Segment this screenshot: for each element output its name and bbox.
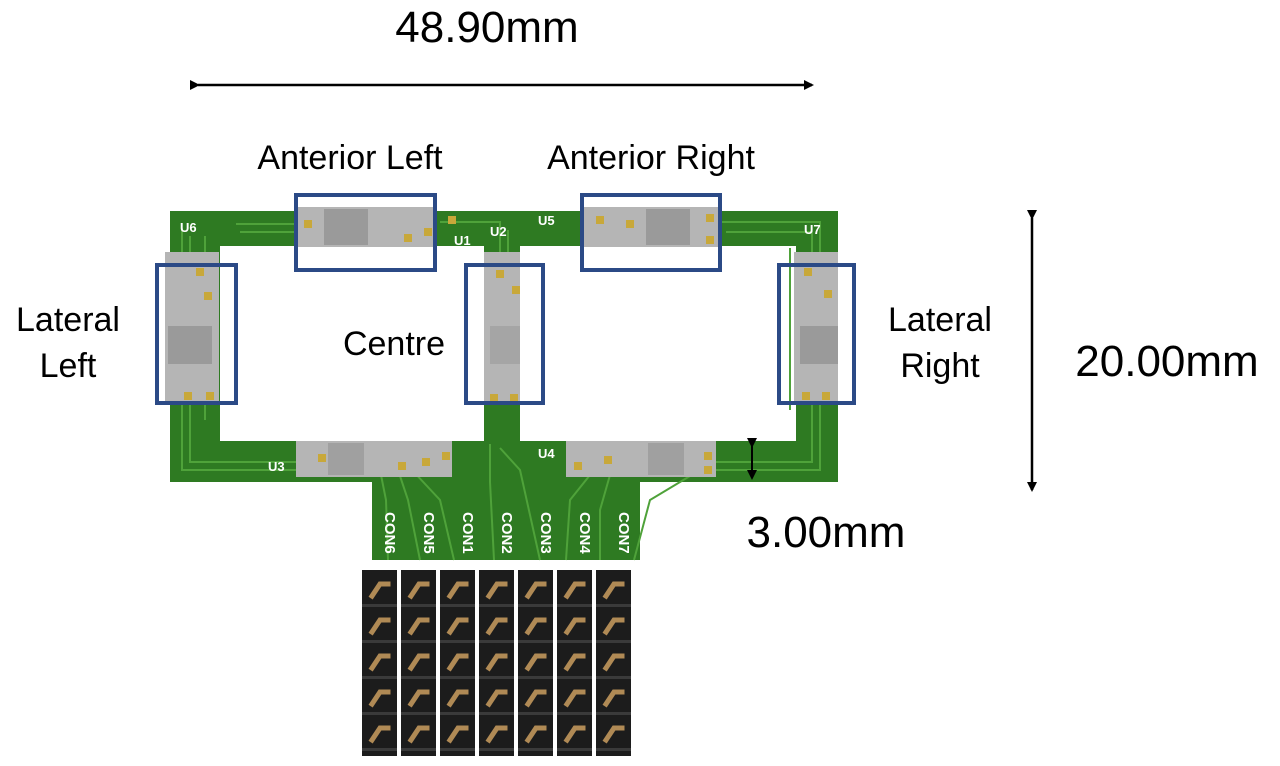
pin-header-con1	[440, 570, 475, 756]
label-lateral-left-line1: Lateral	[16, 301, 120, 339]
header-pin	[563, 653, 586, 672]
header-pin	[524, 581, 547, 600]
header-pin	[368, 617, 391, 636]
component-label-u3: U3	[268, 459, 285, 474]
component-label-u5: U5	[538, 213, 555, 228]
header-pin	[407, 581, 430, 600]
connector-labels: CON6 CON5 CON1 CON2 CON3 CON4 CON7	[381, 512, 632, 554]
header-pin	[524, 617, 547, 636]
header-pin	[563, 581, 586, 600]
component-label-u4: U4	[538, 446, 555, 461]
component-label-u1: U1	[454, 233, 471, 248]
header-pin	[563, 617, 586, 636]
header-pin	[368, 581, 391, 600]
header-pin	[602, 653, 625, 672]
header-pin	[602, 617, 625, 636]
label-anterior-right: Anterior Right	[547, 139, 755, 177]
label-anterior-left: Anterior Left	[257, 139, 443, 177]
highlight-lateral-right	[777, 263, 856, 405]
header-pin	[602, 725, 625, 744]
highlight-centre	[464, 263, 545, 405]
header-pin	[524, 653, 547, 672]
header-pin	[407, 653, 430, 672]
highlight-boxes	[155, 193, 856, 405]
pads	[184, 214, 832, 474]
highlight-anterior-left	[294, 193, 437, 272]
header-pin	[407, 689, 430, 708]
pin-header-con2	[479, 570, 514, 756]
connector-label-con1: CON1	[459, 512, 476, 554]
sensors	[165, 207, 838, 477]
component-label-u6: U6	[180, 220, 197, 235]
header-pin	[407, 725, 430, 744]
pin-header-con5	[401, 570, 436, 756]
header-pin	[602, 581, 625, 600]
label-lateral-right-line2: Right	[900, 347, 980, 385]
header-pin	[485, 653, 508, 672]
header-pin	[485, 689, 508, 708]
highlight-anterior-right	[580, 193, 722, 272]
connector-label-con6: CON6	[381, 512, 398, 554]
label-lateral-left-line2: Left	[40, 347, 97, 385]
component-label-u2: U2	[490, 224, 507, 239]
pin-header-con7	[596, 570, 631, 756]
header-pin	[368, 653, 391, 672]
header-pin	[485, 581, 508, 600]
pin-header-con3	[518, 570, 553, 756]
trace-dimension-label: 3.00mm	[747, 508, 906, 557]
header-pin	[602, 689, 625, 708]
header-pin	[446, 617, 469, 636]
header-pin	[446, 581, 469, 600]
pin-header-con6	[362, 570, 397, 756]
highlight-lateral-left	[155, 263, 238, 405]
label-centre: Centre	[343, 325, 445, 363]
header-pin	[446, 689, 469, 708]
header-pin	[407, 617, 430, 636]
header-pin	[446, 725, 469, 744]
header-pin	[485, 725, 508, 744]
connector-label-con7: CON7	[615, 512, 632, 554]
header-pin	[368, 725, 391, 744]
width-dimension-label: 48.90mm	[395, 3, 578, 52]
component-label-u7: U7	[804, 222, 821, 237]
height-dimension-label: 20.00mm	[1075, 337, 1258, 386]
connector-label-con4: CON4	[576, 512, 593, 554]
sensor-u4	[566, 441, 716, 477]
pin-header-con4	[557, 570, 592, 756]
connector-label-con5: CON5	[420, 512, 437, 554]
header-pin	[563, 725, 586, 744]
label-lateral-right-line1: Lateral	[888, 301, 992, 339]
header-pin	[485, 617, 508, 636]
header-pin	[563, 689, 586, 708]
header-pin	[446, 653, 469, 672]
connector-label-con2: CON2	[498, 512, 515, 554]
pin-headers	[362, 570, 631, 756]
header-pin	[524, 689, 547, 708]
header-pin	[524, 725, 547, 744]
connector-label-con3: CON3	[537, 512, 554, 554]
header-pin	[368, 689, 391, 708]
